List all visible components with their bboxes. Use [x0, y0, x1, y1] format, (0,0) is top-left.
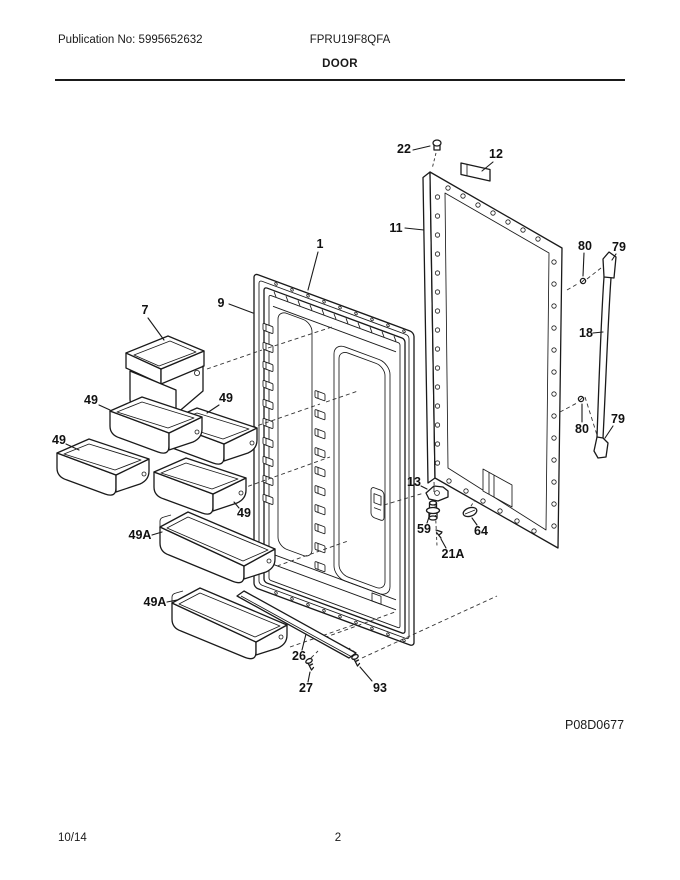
callout-64: 64	[474, 524, 488, 538]
callout-22: 22	[397, 142, 411, 156]
liner-latch-detail	[371, 487, 384, 522]
alignment-dashes	[207, 327, 497, 658]
hinge-bracket	[426, 486, 448, 501]
callout-59: 59	[417, 522, 431, 536]
callout-11: 11	[389, 221, 402, 235]
panel-screw-holes	[435, 186, 556, 533]
section-title: DOOR	[322, 58, 358, 70]
handle-screw-top	[580, 278, 585, 283]
callout-labels: 22 12 11 1 9 7 80 79 18 79 80 49 49 49 4…	[52, 142, 626, 695]
hole-plug	[462, 500, 478, 518]
callout-80-top: 80	[578, 239, 592, 253]
trim-strip	[237, 591, 356, 658]
callout-49-2: 49	[219, 391, 233, 405]
door-liner-assembly	[254, 273, 414, 646]
door-handle	[560, 252, 616, 458]
model-number: FPRU19F8QFA	[309, 34, 391, 46]
door-stop-clip	[461, 163, 490, 181]
outer-door-panel	[423, 172, 562, 548]
callout-80-bottom: 80	[575, 422, 589, 436]
hinge-pin-bushing	[427, 501, 440, 520]
hinge-screw-21a	[436, 530, 442, 538]
callout-49a-1: 49A	[129, 528, 152, 542]
liner-bottom-rail	[273, 554, 396, 610]
callout-79-top: 79	[612, 240, 626, 254]
door-bin-long	[171, 587, 288, 660]
callout-21a: 21A	[442, 547, 465, 561]
liner-edge-ticks	[274, 292, 396, 342]
callout-1: 1	[317, 237, 324, 251]
publication-number: Publication No: 5995652632	[58, 34, 203, 46]
handle-screw-bottom	[578, 396, 583, 401]
callout-12: 12	[489, 147, 503, 161]
door-bin	[153, 457, 247, 515]
door-bin	[56, 438, 150, 496]
callout-49a-2: 49A	[144, 595, 167, 609]
callout-49-4: 49	[237, 506, 251, 520]
callout-13: 13	[407, 475, 421, 489]
callout-49-1: 49	[84, 393, 98, 407]
callout-49-3: 49	[52, 433, 66, 447]
page-number: 2	[334, 832, 342, 844]
callout-93: 93	[373, 681, 387, 695]
callout-79-bottom: 79	[611, 412, 625, 426]
callout-26: 26	[292, 649, 306, 663]
handle-end-cap-top	[603, 252, 616, 278]
header-rule	[55, 79, 625, 81]
callout-7: 7	[142, 303, 149, 317]
panel-vent-cutout	[483, 469, 512, 507]
gasket-fastener-dots	[275, 282, 406, 642]
trim-screw	[304, 656, 315, 671]
callout-18: 18	[579, 326, 593, 340]
callout-27: 27	[299, 681, 313, 695]
top-hinge-screw	[432, 140, 441, 169]
door-liner	[269, 295, 400, 628]
handle-end-cap-bottom	[594, 437, 608, 458]
diagram-code: P08D0677	[565, 718, 625, 732]
callout-9: 9	[218, 296, 225, 310]
leader-lines	[66, 146, 616, 682]
liner-recess-left	[278, 310, 312, 559]
footer-date: 10/14	[58, 832, 87, 844]
